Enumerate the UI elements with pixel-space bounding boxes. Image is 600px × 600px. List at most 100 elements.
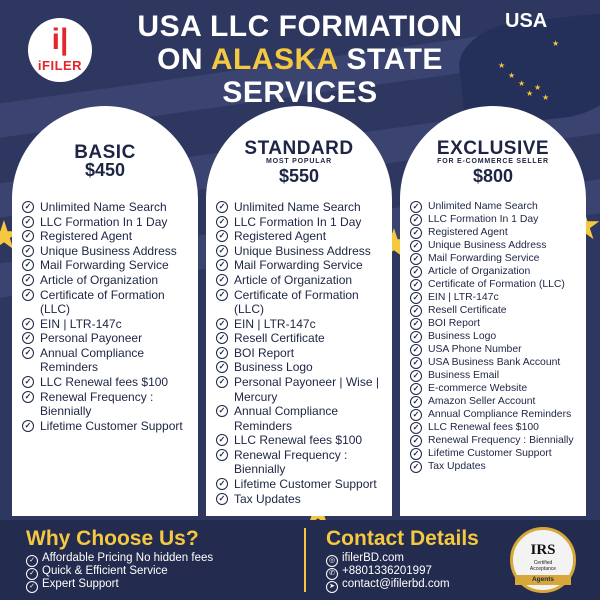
check-circle-icon: ✓ [410,253,422,265]
check-circle-icon: ✓ [216,448,228,461]
contact-phone[interactable]: ✆ +8801336201997 [326,565,432,580]
feature-text: Mail Forwarding Service [234,258,363,273]
check-circle-icon: ✓ [22,201,34,213]
plan-price: $800 [472,166,514,186]
whatsapp-icon: ✆ [326,568,338,580]
feature-text: Renewal Frequency : Biennially [234,447,348,477]
check-circle-icon: ✓ [410,448,422,460]
plan-card-basic: BASIC $450 ✓ Unlimited Name Search ✓ LLC Fo… [12,106,198,516]
check-circle-icon: ✓ [216,215,228,228]
feature-text: Unique Business Address [40,243,177,258]
check-circle-icon: ✓ [216,230,228,243]
plan-name: BASIC [74,142,136,163]
plan-name: STANDARD [244,138,354,159]
check-circle-icon: ✓ [22,332,34,345]
feature-item: ✓ BOI Report [216,346,386,361]
contact-email-text[interactable]: contact@ifilerbd.com [342,578,450,590]
globe-icon: ◎ [326,555,338,567]
plan-card-exclusive: EXCLUSIVE FOR E-COMMERCE SELLER $800 ✓Un… [400,106,586,516]
feature-text: Amazon Seller Account [428,396,536,407]
title-line-3: SERVICES [222,76,378,109]
check-circle-icon: ✓ [410,279,422,291]
star-icon: ★ [508,71,516,80]
feature-item: ✓Business Email [410,369,574,382]
page-title: USA LLC FORMATION ON ALASKA STATE SERVIC… [100,10,500,109]
star-icon: ★ [534,83,542,92]
seal-line-2: Acceptance [529,566,557,572]
seal-line-1: Certified [533,560,553,566]
contact-email[interactable]: ➤contact@ifilerbd.com [326,578,450,593]
star-icon: ★ [552,39,560,48]
feature-item: ✓Amazon Seller Account [410,395,574,408]
check-circle-icon: ✓ [22,215,34,228]
logo-mark: i| [51,23,69,56]
feature-item: ✓Registered Agent [216,229,386,244]
feature-text: LLC Formation In 1 Day [40,214,168,229]
feature-text: E-commerce Website [428,383,528,394]
feature-text: Mail Forwarding Service [428,253,540,264]
feature-item: ✓Certificate of Formation (LLC) [22,288,192,317]
feature-text: Certificate of Formation (LLC) [40,287,165,317]
feature-item: ✓EIN | LTR-147c [22,317,192,332]
feature-text: Business Logo [234,360,313,375]
feature-text: LLC Renewal fees $100 [234,433,363,448]
feature-item: ✓Registered Agent [410,226,574,239]
feature-item: ✓Lifetime Customer Support [22,419,192,434]
feature-text: Annual Compliance Reminders [234,404,339,433]
feature-text: LLC Renewal fees $100 [428,422,539,433]
check-circle-icon: ✓ [216,346,228,359]
feature-item: ✓Tax Updates [216,492,386,507]
check-circle-icon: ✓ [410,435,422,447]
feature-text: Unlimited Name Search [428,201,538,212]
feature-item: ✓USA Business Bank Account [410,356,574,369]
logo-wordmark: iFILER [37,58,83,73]
title-line-1: USA LLC FORMATION [137,10,463,43]
feature-text: BOI Report [234,345,295,360]
feature-text: Certificate of Formation (LLC) [428,279,565,290]
contact-heading: Contact Details [326,527,479,550]
feature-item: ✓Unlimited Name Search [410,200,574,213]
feature-item: ✓BOI Report [410,317,574,330]
feature-text: Unique Business Address [234,243,371,258]
check-circle-icon: ✓ [410,383,422,395]
check-circle-icon: ✓ [22,419,34,432]
plan-name: EXCLUSIVE [436,138,550,159]
contact-website-text[interactable]: ifilerBD.com [342,552,404,564]
feature-text: Unlimited Name Search [40,200,167,214]
feature-text: USA Phone Number [428,344,522,355]
feature-item: ✓ E-commerce Website [410,382,574,395]
feature-item: ✓LLC Renewal fees $100 [22,375,192,390]
feature-item: ✓Article of Organization [216,273,386,288]
feature-item: ✓Mail Forwarding Service [22,258,192,273]
plan-price: $450 [84,160,126,180]
feature-item: ✓EIN | LTR-147c [410,291,574,304]
check-circle-icon: ✓ [410,318,422,330]
star-icon: ★ [542,93,550,102]
feature-text: Lifetime Customer Support [428,448,552,459]
feature-item: ✓Business Logo [410,330,574,343]
check-circle-icon: ✓ [216,288,228,301]
feature-item: ✓Annual Compliance Reminders [216,404,386,433]
feature-item: ✓ Lifetime Customer Support [410,447,574,460]
feature-text: LLC Formation In 1 Day [234,214,362,229]
feature-item: ✓Registered Agent [22,229,192,244]
contact-phone-text[interactable]: +8801336201997 [342,565,432,577]
feature-item: ✓ Unlimited Name Search [22,200,192,215]
feature-text: LLC Formation In 1 Day [428,214,539,225]
check-circle-icon: ✓ [22,273,34,286]
why-item-text: Affordable Pricing No hidden fees [42,552,214,564]
check-circle-icon: ✓ [216,492,228,505]
feature-text: EIN | LTR-147c [234,316,316,331]
check-circle-icon: ✓ [22,390,34,403]
feature-text: Business Email [428,370,500,381]
feature-item: ✓Certificate of Formation (LLC) [216,288,386,317]
check-circle-icon: ✓ [26,568,38,580]
feature-item: ✓Tax Updates [410,460,574,473]
feature-text: Renewal Frequency : Biennially [40,389,154,419]
why-item: ✓Quick & Efficient Service [26,565,168,580]
footer-bar [0,520,600,600]
contact-website[interactable]: ◎ ifilerBD.com [326,552,404,567]
feature-text: Mail Forwarding Service [40,258,169,273]
feature-item: ✓Annual Compliance Reminders [410,408,574,421]
